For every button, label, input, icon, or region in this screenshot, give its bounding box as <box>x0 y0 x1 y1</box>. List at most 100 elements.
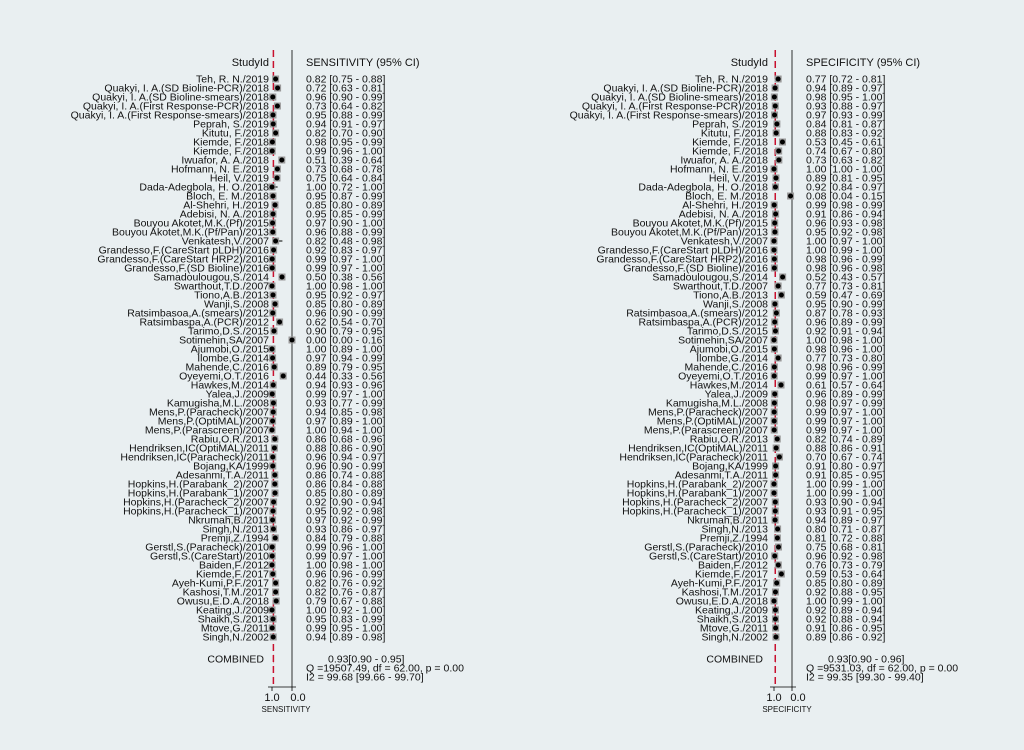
study-ci-text: 0.92 [0.84 - 0.97] <box>806 182 885 194</box>
point-estimate <box>270 616 276 622</box>
combined-label: COMBINED <box>207 654 264 666</box>
point-estimate <box>773 175 779 181</box>
study-label: Quakyi, I. A.(First Response-PCR)/2018 <box>83 101 269 113</box>
x-tick-label: 1.0 <box>264 692 279 704</box>
study-ci-text: 0.75 [0.64 - 0.84] <box>306 173 385 185</box>
study-ci-text: 0.86 [0.68 - 0.96] <box>306 434 385 446</box>
point-estimate <box>270 121 276 127</box>
study-label: Nkrumah,B./2011 <box>188 515 269 527</box>
point-estimate <box>771 409 777 415</box>
point-estimate <box>773 130 779 136</box>
study-ci-text: 1.00 [0.99 - 1.00] <box>806 479 885 491</box>
study-label: Yalea,J./2009 <box>705 389 769 401</box>
point-estimate <box>269 391 275 397</box>
study-ci-text: 0.52 [0.43 - 0.57] <box>806 272 885 284</box>
study-ci-text: 0.97 [0.92 - 0.99] <box>306 515 385 527</box>
study-label: Bouyou Akotet,M.K.(Pf/Pan)/2013 <box>611 227 768 239</box>
study-ci-text: 0.92 [0.89 - 0.94] <box>806 605 885 617</box>
study-ci-text: 0.99 [0.95 - 1.00] <box>306 623 385 635</box>
point-estimate <box>776 148 782 154</box>
study-ci-text: 0.96 [0.89 - 0.99] <box>806 389 885 401</box>
study-label: Kitutu, F./2018 <box>701 128 768 140</box>
study-ci-text: 0.85 [0.80 - 0.89] <box>306 299 385 311</box>
study-label: Hendriksen,IC(Paracheck)/2011 <box>619 452 768 464</box>
study-ci-text: 0.98 [0.96 - 0.99] <box>806 254 885 266</box>
point-estimate <box>773 445 779 451</box>
study-label: Quakyi, I. A.(SD Bioline-PCR)/2018 <box>104 83 269 95</box>
x-tick-label: 0.0 <box>290 692 305 704</box>
point-estimate <box>270 292 276 298</box>
study-ci-text: 0.98 [0.96 - 1.00] <box>806 344 885 356</box>
study-label: Quakyi, I. A.(SD Bioline-PCR)/2018 <box>603 83 768 95</box>
study-ci-text: 0.88 [0.86 - 0.91] <box>806 443 885 455</box>
point-estimate <box>775 562 781 568</box>
point-estimate <box>772 553 778 559</box>
study-ci-text: 0.77 [0.72 - 0.81] <box>806 74 885 86</box>
study-ci-text: 0.87 [0.78 - 0.93] <box>806 308 885 320</box>
point-estimate <box>269 427 275 433</box>
point-estimate <box>780 274 786 280</box>
study-label: Hopkins,H.(Paracheck_2)/2007 <box>123 497 269 509</box>
study-ci-text: 0.91 [0.86 - 0.94] <box>806 209 885 221</box>
study-ci-text: 0.59 [0.47 - 0.69] <box>806 290 885 302</box>
study-ci-text: 0.95 [0.92 - 0.98] <box>806 227 885 239</box>
point-estimate <box>270 94 276 100</box>
study-ci-text: 0.79 [0.67 - 0.88] <box>306 596 385 608</box>
study-label: Venkatesh,V./2007 <box>182 236 269 248</box>
study-label: Ratsimbaspa,A.(PCR)/2012 <box>139 317 269 329</box>
study-ci-text: 0.95 [0.90 - 0.99] <box>806 299 885 311</box>
study-ci-text: 0.92 [0.88 - 0.94] <box>806 614 885 626</box>
study-label: Hawkes,M./2014 <box>690 380 768 392</box>
study-ci-text: 0.99 [0.96 - 1.00] <box>306 146 385 158</box>
study-label: Baiden,F./2012 <box>199 560 269 572</box>
study-label: Shaikh,S./2013 <box>697 614 768 626</box>
point-estimate <box>270 571 276 577</box>
point-estimate <box>269 148 275 154</box>
point-estimate <box>269 283 275 289</box>
point-estimate <box>272 472 278 478</box>
point-estimate <box>773 463 779 469</box>
point-estimate <box>772 301 778 307</box>
study-label: Tiono,A.B./2013 <box>693 290 768 302</box>
study-ci-text: 0.77 [0.73 - 0.81] <box>806 281 885 293</box>
study-label: Mahende,C./2016 <box>186 362 270 374</box>
study-label: Baiden,F./2012 <box>698 560 768 572</box>
point-estimate <box>269 346 275 352</box>
study-ci-text: 1.00 [0.94 - 1.00] <box>306 425 385 437</box>
point-estimate <box>773 472 779 478</box>
point-estimate <box>269 625 275 631</box>
point-estimate <box>279 274 285 280</box>
study-ci-text: 1.00 [0.97 - 1.00] <box>806 236 885 248</box>
study-label: Premji,Z./1994 <box>700 533 768 545</box>
point-estimate <box>272 436 278 442</box>
study-label: Quakyi, I. A.(SD Bioline-smears)/2018 <box>591 92 768 104</box>
point-estimate <box>270 526 276 532</box>
point-estimate <box>270 211 276 217</box>
point-estimate <box>776 454 782 460</box>
study-id-header: StudyId <box>731 57 768 69</box>
combined-ci-text: 0.93[0.90 - 0.96] <box>828 654 905 666</box>
study-ci-text: 0.99 [0.97 - 1.00] <box>306 389 385 401</box>
point-estimate <box>771 337 777 343</box>
study-row: Shaikh,S./2013 0.92 [0.88 - 0.94] <box>697 614 886 626</box>
study-label: Ratsimbasoa,A.(smears)/2012 <box>626 308 768 320</box>
